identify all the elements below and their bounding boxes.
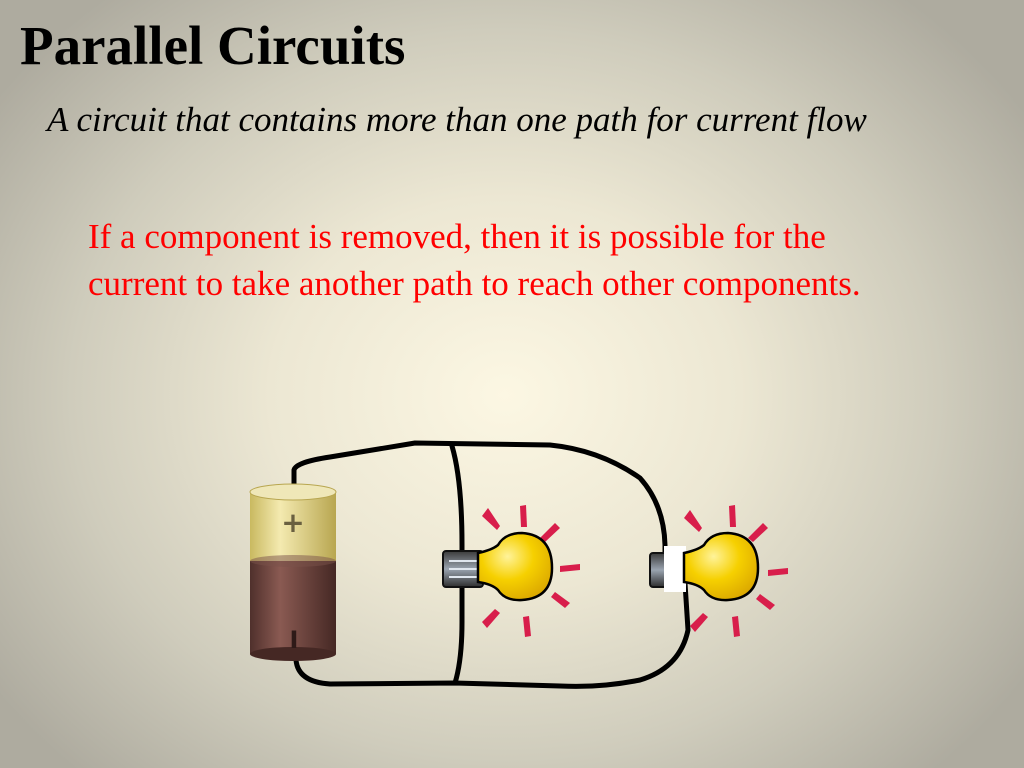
bulb-glass-icon	[476, 531, 554, 602]
removed-component-gap	[664, 546, 686, 592]
bulb-2	[649, 505, 788, 637]
light-rays-icon	[684, 505, 788, 637]
slide-body-text: If a component is removed, then it is po…	[88, 217, 861, 303]
slide-subtitle: A circuit that contains more than one pa…	[47, 100, 867, 139]
wire-middle-branch	[449, 443, 465, 686]
battery-top-section	[250, 491, 336, 561]
circuit-wires	[291, 440, 691, 689]
battery-negative-label: I	[290, 626, 299, 654]
battery-positive-label: +	[281, 506, 304, 539]
bulb-glass-icon	[682, 531, 760, 602]
light-rays-icon	[482, 505, 580, 637]
bulb-1	[442, 505, 580, 637]
parallel-circuit-diagram: + I	[249, 440, 788, 689]
battery-bottom-section	[250, 561, 336, 654]
wire-top	[291, 440, 668, 573]
slide-title: Parallel Circuits	[20, 15, 406, 76]
wire-right-lower	[293, 580, 691, 689]
battery: + I	[249, 483, 337, 661]
